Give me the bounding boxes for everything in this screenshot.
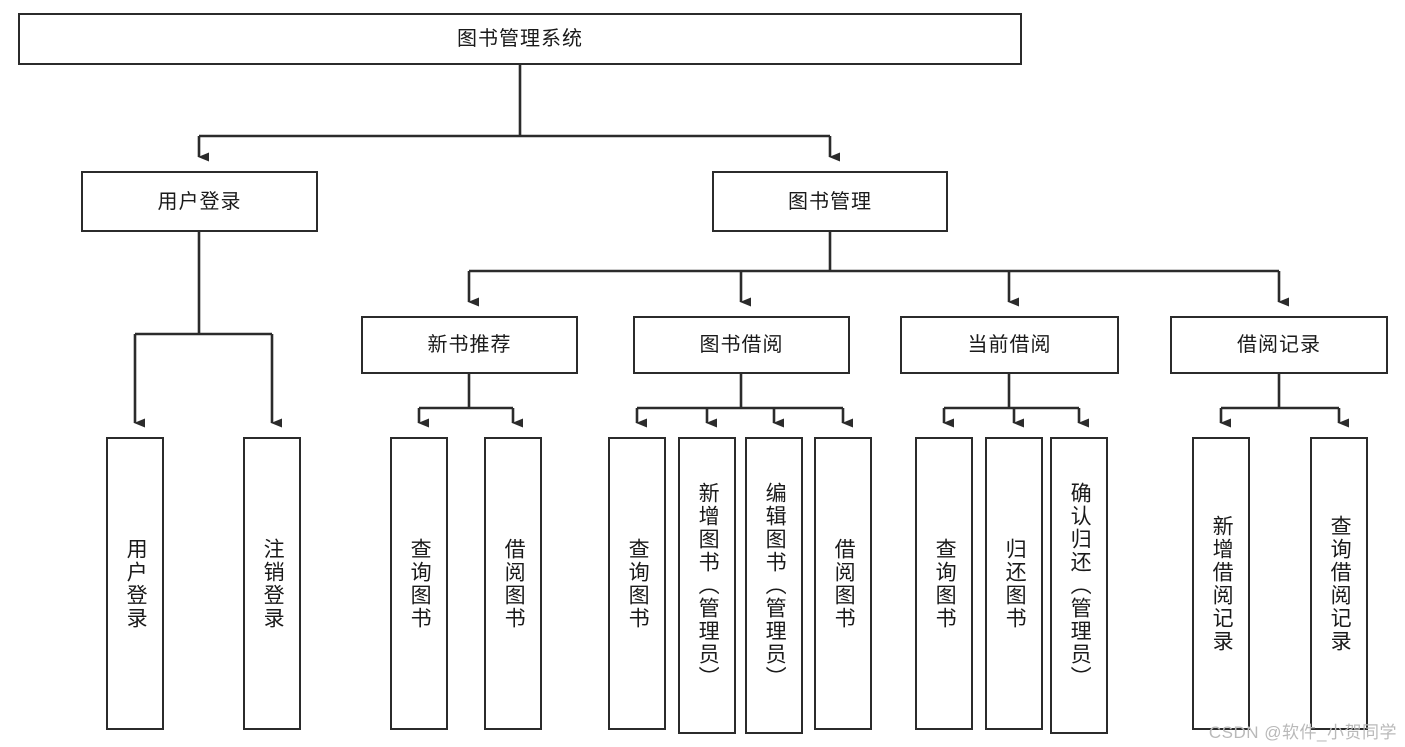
node-leaf-return-book[interactable]: 归还图书 (985, 437, 1043, 730)
node-leaf-query-book-1[interactable]: 查询图书 (390, 437, 448, 730)
node-leaf-add-record-label: 新增借阅记录 (1210, 514, 1234, 653)
node-leaf-query-book-2-label: 查询图书 (626, 537, 650, 630)
node-leaf-add-book[interactable]: 新增图书（管理员） (678, 437, 736, 734)
node-new-book-rec-label: 新书推荐 (427, 334, 512, 356)
node-leaf-edit-book[interactable]: 编辑图书（管理员） (745, 437, 803, 734)
book-borrow-to-leaves-connectors (635, 374, 853, 428)
node-leaf-query-record-label: 查询借阅记录 (1328, 514, 1352, 653)
current-borrow-to-leaves-connectors (942, 374, 1089, 428)
node-book-borrow[interactable]: 图书借阅 (633, 316, 850, 374)
user-login-to-leaves-connectors (133, 232, 282, 428)
node-leaf-query-book-3-label: 查询图书 (933, 537, 957, 630)
node-leaf-confirm-return[interactable]: 确认归还（管理员） (1050, 437, 1108, 734)
node-book-borrow-label: 图书借阅 (699, 334, 784, 356)
node-leaf-query-book-1-label: 查询图书 (408, 537, 432, 630)
node-root-label: 图书管理系统 (457, 28, 583, 50)
node-current-borrow-label: 当前借阅 (967, 334, 1052, 356)
node-leaf-user-login[interactable]: 用户登录 (106, 437, 164, 730)
node-leaf-borrow-book-1-label: 借阅图书 (502, 537, 526, 630)
node-leaf-logout[interactable]: 注销登录 (243, 437, 301, 730)
node-current-borrow[interactable]: 当前借阅 (900, 316, 1119, 374)
node-book-manage[interactable]: 图书管理 (712, 171, 948, 232)
node-borrow-record-label: 借阅记录 (1237, 334, 1321, 356)
book-manage-to-level3-connectors (467, 232, 1289, 307)
node-leaf-logout-label: 注销登录 (261, 537, 285, 630)
watermark: CSDN @软件_小贺同学 (1208, 723, 1397, 742)
node-leaf-query-book-2[interactable]: 查询图书 (608, 437, 666, 730)
node-leaf-add-record[interactable]: 新增借阅记录 (1192, 437, 1250, 730)
node-leaf-user-login-label: 用户登录 (124, 537, 148, 630)
borrow-record-to-leaves-connectors (1219, 374, 1349, 428)
node-leaf-add-book-label: 新增图书（管理员） (696, 482, 720, 689)
node-leaf-confirm-return-label: 确认归还（管理员） (1068, 482, 1092, 689)
node-leaf-edit-book-label: 编辑图书（管理员） (763, 482, 787, 689)
node-new-book-rec[interactable]: 新书推荐 (361, 316, 578, 374)
node-leaf-borrow-book-1[interactable]: 借阅图书 (484, 437, 542, 730)
node-user-login-label: 用户登录 (157, 190, 242, 213)
node-leaf-return-book-label: 归还图书 (1003, 537, 1027, 630)
new-book-rec-to-leaves-connectors (417, 374, 523, 428)
node-leaf-borrow-book-2[interactable]: 借阅图书 (814, 437, 872, 730)
node-book-manage-label: 图书管理 (788, 190, 872, 213)
node-leaf-query-record[interactable]: 查询借阅记录 (1310, 437, 1368, 730)
node-leaf-borrow-book-2-label: 借阅图书 (832, 537, 856, 630)
root-to-level2-connectors (197, 65, 840, 162)
node-borrow-record[interactable]: 借阅记录 (1170, 316, 1388, 374)
node-leaf-query-book-3[interactable]: 查询图书 (915, 437, 973, 730)
node-root[interactable]: 图书管理系统 (18, 13, 1022, 65)
node-user-login[interactable]: 用户登录 (81, 171, 318, 232)
